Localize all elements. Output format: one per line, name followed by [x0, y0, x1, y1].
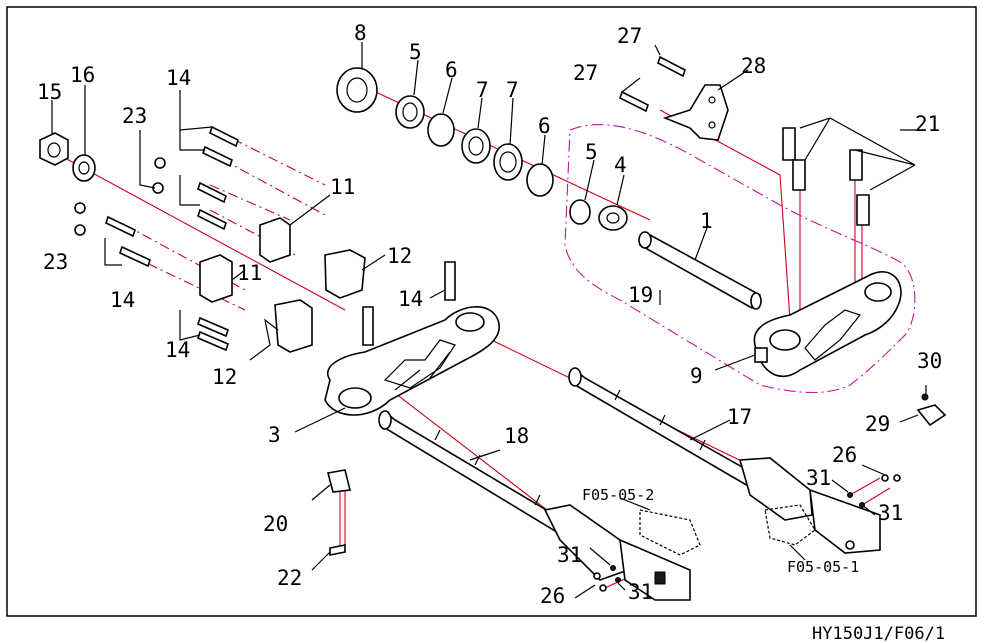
small-bolts-washers [593, 474, 901, 592]
callout-21: 21 [915, 112, 940, 136]
clip-and-screw [916, 393, 947, 427]
callout-1: 1 [700, 209, 713, 233]
small-nuts [74, 157, 166, 236]
callout-23b: 23 [43, 250, 68, 274]
callout-14d: 14 [165, 338, 190, 362]
callout-30: 30 [917, 349, 942, 373]
referenced-brackets [639, 504, 816, 556]
callout-26b: 26 [540, 584, 565, 608]
callout-14c: 14 [398, 287, 423, 311]
fork-tube-left [378, 410, 691, 601]
upper-triple-clamp [753, 271, 902, 377]
callout-31c: 31 [557, 543, 582, 567]
callout-23a: 23 [122, 104, 147, 128]
callout-14a: 14 [166, 66, 191, 90]
callout-18: 18 [504, 424, 529, 448]
leader-lines [51, 42, 927, 599]
callout-15: 15 [37, 80, 62, 104]
callout-9: 9 [690, 364, 703, 388]
steering-stem [638, 231, 762, 310]
callout-28: 28 [741, 54, 766, 78]
callout-22: 22 [277, 566, 302, 590]
bearing-stack [336, 67, 628, 231]
callout-27a: 27 [617, 24, 642, 48]
callout-5a: 5 [409, 40, 422, 64]
fork-tube-right [568, 367, 881, 554]
callout-31d: 31 [628, 580, 653, 604]
callout-29: 29 [865, 412, 890, 436]
callout-3: 3 [268, 423, 281, 447]
callout-12a: 12 [387, 244, 412, 268]
callout-16: 16 [70, 63, 95, 87]
drawing-border [6, 6, 977, 617]
callout-14b: 14 [110, 288, 135, 312]
callout-17: 17 [727, 405, 752, 429]
callout-26a: 26 [832, 443, 857, 467]
callout-12b: 12 [212, 365, 237, 389]
bolts [105, 55, 870, 352]
assembly-group-outline [564, 124, 916, 394]
callout-8: 8 [354, 21, 367, 45]
callout-20: 20 [263, 512, 288, 536]
callout-5b: 5 [585, 140, 598, 164]
handlebar-clamps [199, 217, 366, 353]
mounting-bracket [662, 84, 729, 141]
callout-labels: 1 3 4 5 5 6 6 7 7 8 9 11 11 12 12 14 14 … [37, 21, 942, 608]
callout-4: 4 [614, 153, 627, 177]
callout-7b: 7 [506, 78, 519, 102]
sensor-and-pin [327, 469, 351, 556]
callout-27b: 27 [573, 61, 598, 85]
callout-11a: 11 [330, 175, 355, 199]
lower-triple-clamp [324, 306, 500, 416]
callout-6b: 6 [538, 114, 551, 138]
callout-6a: 6 [445, 58, 458, 82]
drawing-code: HY150J1/F06/1 [812, 624, 945, 643]
callout-31a: 31 [806, 466, 831, 490]
callout-7a: 7 [476, 78, 489, 102]
callout-31b: 31 [878, 501, 903, 525]
nut-and-washer [39, 132, 96, 182]
callout-19: 19 [628, 283, 653, 307]
callout-11b: 11 [237, 261, 262, 285]
reference-f05-05-2: F05-05-2 [582, 486, 654, 504]
reference-f05-05-1: F05-05-1 [787, 558, 859, 576]
